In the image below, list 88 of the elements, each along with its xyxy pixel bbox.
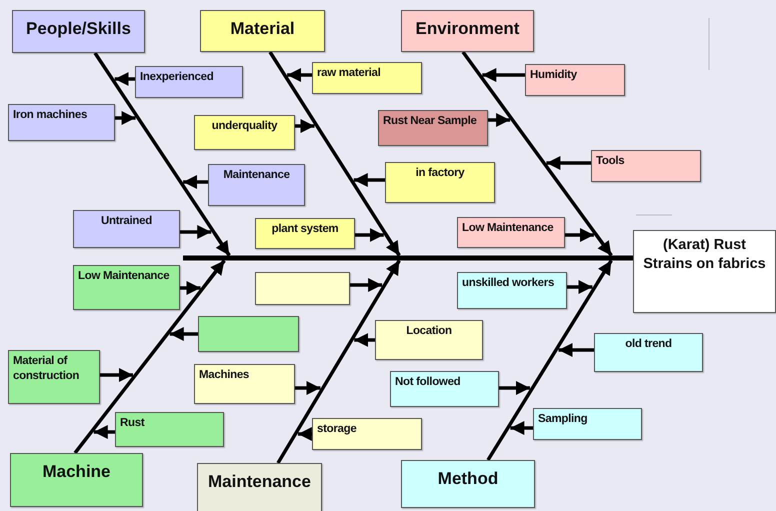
cause-box (194, 115, 295, 150)
cause-box (312, 62, 422, 94)
cause-label: old trend (624, 337, 673, 352)
arrow (287, 68, 312, 82)
empty-box (255, 272, 350, 305)
cause-label: Rust Near Sample (382, 114, 478, 129)
arrow (499, 381, 530, 395)
cause-box (533, 408, 642, 440)
cause-label: Rust (119, 416, 146, 431)
arrow (384, 232, 401, 256)
cause-box (194, 364, 295, 404)
category-box (200, 10, 325, 52)
cause-label: Sampling (537, 412, 588, 427)
cause-label: Not followed (394, 375, 462, 390)
cause-box (525, 64, 625, 96)
arrow (100, 368, 133, 382)
effect-label: (Karat) Rust Strains on fabrics (642, 236, 767, 274)
arrow (298, 427, 312, 441)
cause-label: Maintenance (222, 168, 291, 183)
cause-box (8, 104, 115, 141)
spine-line (183, 256, 633, 260)
cause-label: Material of construction (12, 354, 80, 384)
cause-label: in factory (414, 166, 466, 181)
cause-label: unskilled workers (461, 276, 556, 291)
category-label: Material (229, 18, 296, 39)
arrow (354, 333, 375, 347)
arrow (180, 225, 212, 239)
arrow (114, 72, 135, 86)
arrow (350, 278, 382, 292)
arrow (384, 260, 401, 284)
arrow (567, 280, 592, 294)
cause-box (375, 320, 483, 360)
cause-label: raw material (316, 66, 382, 81)
cause-box (255, 218, 355, 249)
category-label: Maintenance (207, 471, 312, 492)
cause-box (208, 164, 305, 206)
arrow (206, 259, 226, 284)
arrow (482, 68, 525, 82)
cause-label: underquality (210, 119, 278, 134)
arrow (594, 232, 613, 257)
arrow (355, 228, 384, 242)
category-label: Environment (414, 18, 520, 39)
cause-label: Untrained (100, 214, 153, 229)
category-box (197, 463, 322, 511)
arrow (546, 156, 591, 170)
cause-box (378, 110, 488, 146)
category-label: People/Skills (25, 18, 132, 39)
arrow (510, 421, 533, 435)
arrow (170, 327, 198, 341)
cause-label: Low Maintenance (77, 269, 170, 284)
cause-label: Location (405, 324, 453, 339)
cause-box (135, 66, 243, 98)
cause-box (385, 162, 495, 203)
arrow (488, 113, 510, 127)
arrow (213, 232, 231, 256)
effect-box (633, 230, 776, 313)
cause-label: plant system (270, 222, 340, 237)
cause-label: Humidity (529, 68, 578, 83)
empty-box (198, 316, 299, 352)
arrow (115, 111, 136, 125)
cause-label: Inexperienced (139, 70, 214, 85)
cause-box (591, 150, 701, 182)
arrow (558, 343, 594, 357)
category-label: Machine (41, 461, 112, 482)
cause-box (594, 333, 703, 372)
category-box (10, 453, 143, 507)
arrow (183, 175, 208, 189)
arrow (295, 381, 320, 395)
arrow (295, 119, 314, 133)
arrow (180, 281, 200, 295)
cause-label: Low Maintenance (461, 221, 554, 236)
category-label: Method (436, 468, 500, 489)
cause-box (390, 371, 499, 407)
cause-label: Tools (595, 154, 626, 169)
arrow (596, 260, 613, 284)
cause-box (8, 350, 100, 404)
cause-label: storage (316, 422, 358, 437)
arrow (94, 425, 115, 439)
cause-box (73, 210, 180, 248)
cause-box (457, 272, 567, 309)
category-box (401, 10, 534, 52)
cause-label: Iron machines (12, 108, 88, 123)
arrow (565, 228, 594, 242)
category-box (401, 460, 535, 508)
category-box (12, 10, 145, 53)
arrow (354, 173, 385, 187)
cause-box (312, 418, 422, 450)
cause-label: Machines (198, 368, 250, 383)
